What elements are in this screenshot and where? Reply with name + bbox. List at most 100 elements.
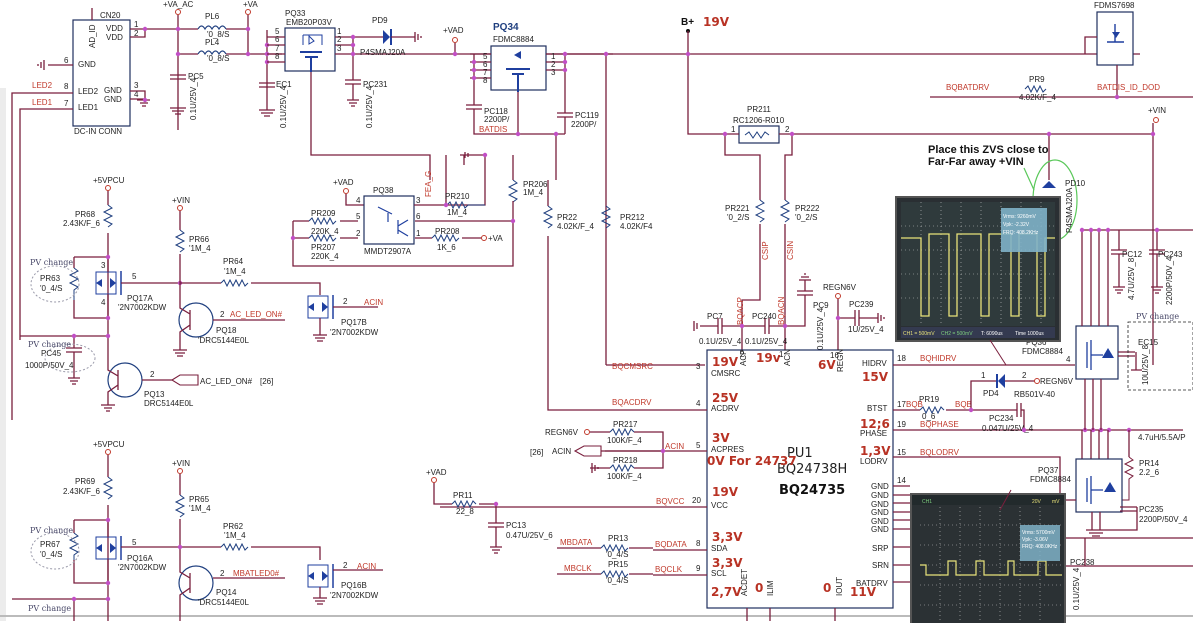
schematic-label: Vrms: 9260mV — [1003, 214, 1037, 220]
schematic-label: 19V — [712, 485, 739, 499]
schematic-label: 15V — [862, 370, 889, 384]
schematic-label: PR11 — [453, 491, 473, 500]
schematic-label: 6 — [483, 60, 488, 69]
pq17b — [307, 295, 334, 319]
pq14-symbol — [178, 565, 214, 601]
schematic-label: PQ33 — [285, 9, 306, 18]
wire — [446, 152, 514, 206]
schematic-label: CH1 — [922, 499, 932, 505]
schematic-label: '0_8/S — [207, 54, 229, 63]
schematic-label: 12;6 — [860, 417, 890, 431]
junction-dot — [1154, 227, 1160, 233]
schematic-label: PR66 — [189, 235, 210, 244]
schematic-label: '2N7002KDW — [330, 328, 379, 337]
schematic-label: 100K/F_4 — [607, 472, 642, 481]
wire — [107, 257, 180, 318]
schematic-shape — [452, 37, 458, 43]
schematic-label: PQ17A — [127, 294, 153, 303]
wire — [1060, 537, 1193, 567]
schematic-label: FDMC8884 — [1030, 475, 1071, 484]
wire — [197, 25, 227, 56]
schematic-label: RB501V-40 — [1014, 390, 1055, 399]
schematic-label: PC5 — [188, 72, 204, 81]
schematic-label: 0.1U/25V_4 — [279, 85, 288, 128]
schematic-label: 2 — [551, 60, 556, 69]
wire — [514, 51, 521, 59]
schematic-label: 8 — [64, 82, 69, 91]
wire — [446, 200, 485, 210]
schematic-label: PR22 — [557, 213, 578, 222]
schematic-label: 19 — [897, 420, 906, 429]
schematic-label: PR19 — [919, 395, 940, 404]
schematic-label: PC13 — [506, 521, 527, 530]
pq16b — [307, 564, 334, 588]
schematic-label: ACP — [739, 350, 748, 366]
schematic-label: 7 — [64, 99, 69, 108]
schematic-label: 2 — [150, 370, 155, 379]
junction-dot — [1096, 227, 1102, 233]
schematic-label: Vrms: 5700mV — [1022, 530, 1056, 536]
junction-dot — [685, 51, 691, 57]
schematic-label: '1M_4 — [224, 531, 246, 540]
schematic-label: GND — [78, 60, 96, 69]
wire — [744, 131, 770, 139]
junction-dot — [789, 131, 795, 137]
schematic-label: VDD — [106, 33, 123, 42]
wire — [893, 364, 1183, 583]
pq13-symbol — [107, 362, 143, 398]
schematic-label: 0.1U/25V_4 — [816, 307, 825, 350]
schematic-label: 4.02K/F_4 — [1019, 93, 1056, 102]
wire — [308, 302, 328, 312]
schematic-label: +VAD — [426, 468, 447, 477]
pq34: PQ34 FDMC8884 — [490, 22, 547, 92]
schematic-label: GND — [871, 500, 889, 509]
wire — [693, 224, 813, 350]
schematic-label: PR69 — [75, 477, 96, 486]
schematic-label: BQACN — [777, 296, 786, 325]
junction-dot — [471, 75, 477, 81]
schematic-label: P4SMAJ20A — [1065, 187, 1074, 233]
schematic-shape — [1127, 321, 1193, 391]
scope1-waveform — [901, 233, 1055, 317]
schematic-label: PR65 — [189, 495, 210, 504]
schematic-label: T: 6090us — [981, 331, 1003, 337]
schematic-label: REGN — [836, 349, 845, 372]
schematic-label: REGN6V — [1040, 377, 1074, 386]
schematic-label: PV change — [30, 258, 73, 267]
wire — [300, 51, 322, 72]
schematic-label: PV change — [30, 526, 73, 535]
junction-dot — [1079, 227, 1160, 233]
schematic-label: '1M_4 — [224, 267, 246, 276]
wire — [837, 299, 885, 350]
schematic-label: PQ14 — [216, 588, 237, 597]
wire — [970, 380, 1035, 430]
wire — [170, 374, 199, 386]
schematic-shape — [1034, 378, 1040, 384]
schematic-label: '0_4/S — [606, 550, 628, 559]
schematic-label: BQACDRV — [612, 398, 652, 407]
schematic-label: PR67 — [40, 540, 61, 549]
schematic-label: Vpk: -3.06V — [1022, 537, 1049, 543]
schematic-label: 1 — [981, 371, 986, 380]
schematic-label: SRP — [872, 544, 888, 553]
wire — [930, 36, 1193, 98]
junction-dot — [175, 26, 181, 32]
schematic-label: +VIN — [1148, 106, 1166, 115]
wire — [308, 216, 337, 243]
schematic-label: PQ16A — [127, 554, 153, 563]
junction-dot — [142, 26, 148, 32]
wire — [383, 30, 390, 44]
page-border — [0, 88, 6, 621]
schematic-label: BQVCC — [656, 497, 685, 506]
schematic-label: 4.7uH/5.5A/P — [1138, 433, 1186, 442]
schematic-shape — [1075, 325, 1119, 380]
schematic-label: PQ18 — [216, 326, 237, 335]
schematic-label: +5VPCU — [93, 440, 125, 449]
schematic-label: MMDT2907A — [364, 247, 412, 256]
schematic-label: 0.1U/25V_4 — [745, 337, 788, 346]
schematic-label: PR209 — [311, 209, 336, 218]
chip-ref: PU1 — [787, 446, 813, 461]
junction-dot — [175, 51, 181, 57]
schematic-label: 6 — [275, 35, 280, 44]
junction-dot — [1105, 227, 1111, 233]
